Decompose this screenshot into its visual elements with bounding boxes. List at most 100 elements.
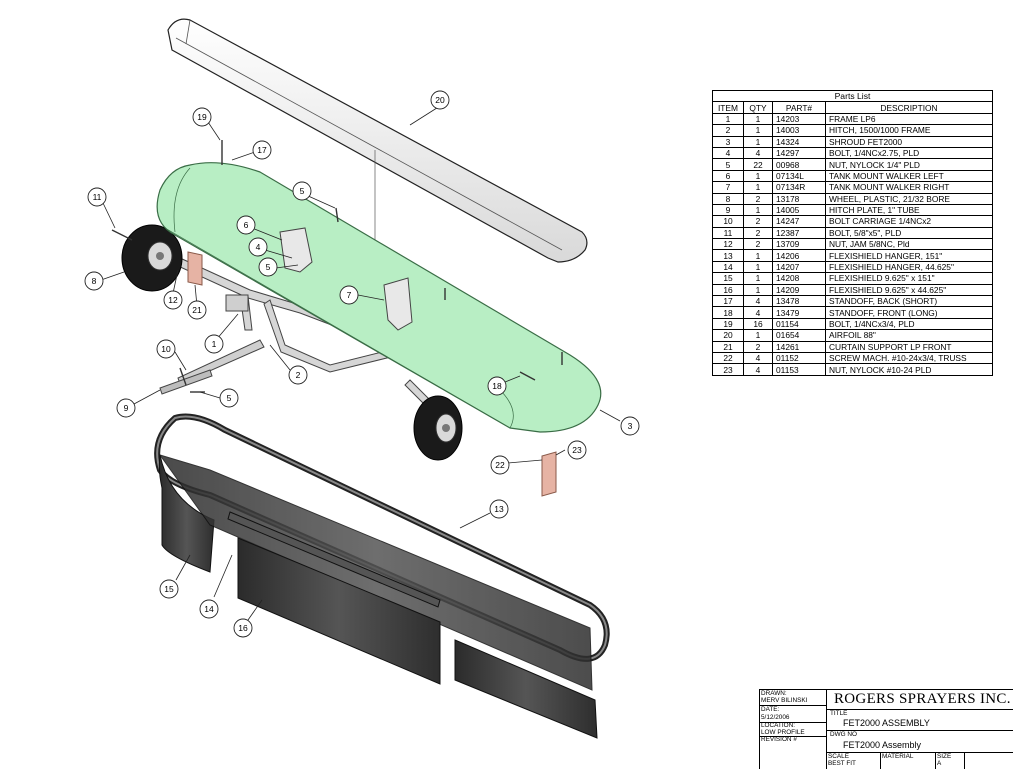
callout-label: 5 bbox=[227, 393, 232, 403]
callout-balloon: 20 bbox=[430, 90, 450, 110]
callout-label: 17 bbox=[257, 145, 267, 155]
callout-balloon: 22 bbox=[490, 455, 510, 475]
callout-label: 22 bbox=[495, 460, 505, 470]
qty-cell: 2 bbox=[743, 192, 773, 205]
callout-label: 18 bbox=[492, 381, 502, 391]
description-cell: AIRFOIL 88" bbox=[825, 329, 993, 342]
callout-circle bbox=[87, 187, 107, 207]
part-number-cell: 14324 bbox=[772, 135, 826, 148]
wheel-left bbox=[121, 224, 183, 292]
item-cell: 9 bbox=[712, 203, 744, 217]
item-cell: 19 bbox=[712, 317, 744, 331]
callout-balloon: 10 bbox=[156, 339, 176, 359]
callout-balloon: 6 bbox=[236, 215, 256, 235]
item-cell: 5 bbox=[712, 158, 744, 171]
part-number-cell: 13479 bbox=[772, 306, 826, 319]
part-number-cell: 14261 bbox=[772, 340, 826, 354]
callout-balloon: 12 bbox=[163, 290, 183, 310]
callout-balloon: 14 bbox=[199, 599, 219, 619]
curtain-supports bbox=[187, 251, 557, 497]
callout-circle bbox=[199, 599, 219, 619]
callout-label: 3 bbox=[628, 421, 633, 431]
callout-label: 12 bbox=[168, 295, 178, 305]
description-cell: BOLT CARRIAGE 1/4NCx2 bbox=[825, 215, 993, 228]
qty-cell: 1 bbox=[743, 169, 773, 183]
description-cell: BOLT, 5/8"x5", PLD bbox=[825, 226, 993, 240]
item-cell: 15 bbox=[712, 272, 744, 285]
callout-balloon: 19 bbox=[192, 107, 212, 127]
qty-cell: 22 bbox=[743, 158, 773, 171]
part-number-cell: 07134L bbox=[772, 169, 826, 183]
qty-cell: 1 bbox=[743, 329, 773, 342]
parts-list-title: Parts List bbox=[712, 89, 993, 103]
callout-label: 7 bbox=[347, 290, 352, 300]
callout-label: 21 bbox=[192, 305, 202, 315]
callout-balloon: 5 bbox=[258, 257, 278, 277]
header-qty: QTY bbox=[743, 101, 773, 114]
date-label: DATE: bbox=[761, 706, 780, 713]
part-number-cell: 14297 bbox=[772, 146, 826, 160]
callout-balloon: 17 bbox=[252, 140, 272, 160]
qty-cell: 1 bbox=[743, 203, 773, 217]
callout-label: 15 bbox=[164, 584, 174, 594]
callout-label: 23 bbox=[572, 445, 582, 455]
description-cell: FRAME LP6 bbox=[825, 112, 993, 126]
callout-label: 9 bbox=[124, 403, 129, 413]
part-number-cell: 01152 bbox=[772, 351, 826, 365]
qty-cell: 2 bbox=[743, 226, 773, 240]
revision-label: REVISION # bbox=[761, 736, 797, 743]
callout-balloon: 2 bbox=[288, 365, 308, 385]
callout-balloon: 18 bbox=[487, 376, 507, 396]
description-cell: STANDOFF, BACK (SHORT) bbox=[825, 295, 993, 308]
description-cell: NUT, NYLOCK #10-24 PLD bbox=[825, 363, 993, 376]
title-block-left: DRAWN: MERV BILINSKI DATE: 5/12/2006 LOC… bbox=[760, 690, 827, 769]
part-number-cell: 14206 bbox=[772, 249, 826, 262]
dwg-value: FET2000 Assembly bbox=[843, 740, 922, 750]
qty-cell: 4 bbox=[743, 351, 773, 365]
item-cell: 17 bbox=[712, 295, 744, 308]
callout-balloon: 5 bbox=[292, 181, 312, 201]
header-description: DESCRIPTION bbox=[825, 101, 993, 114]
callout-circle bbox=[116, 398, 136, 418]
item-cell: 22 bbox=[712, 351, 744, 365]
part-number-cell: 14207 bbox=[772, 260, 826, 274]
qty-cell: 2 bbox=[743, 215, 773, 228]
item-cell: 8 bbox=[712, 192, 744, 205]
qty-cell: 1 bbox=[743, 181, 773, 194]
description-cell: NUT, NYLOCK 1/4" PLD bbox=[825, 158, 993, 171]
part-number-cell: 07134R bbox=[772, 181, 826, 194]
callout-circle bbox=[219, 388, 239, 408]
callout-circle bbox=[204, 334, 224, 354]
qty-cell: 1 bbox=[743, 272, 773, 285]
part-number-cell: 12387 bbox=[772, 226, 826, 240]
header-part: PART# bbox=[772, 101, 826, 114]
callout-circle bbox=[187, 300, 207, 320]
callout-balloon: 8 bbox=[84, 271, 104, 291]
item-cell: 7 bbox=[712, 181, 744, 194]
qty-cell: 4 bbox=[743, 146, 773, 160]
callout-label: 5 bbox=[266, 262, 271, 272]
part-number-cell: 14208 bbox=[772, 272, 826, 285]
qty-cell: 1 bbox=[743, 124, 773, 137]
callout-circle bbox=[292, 181, 312, 201]
callout-circle bbox=[236, 215, 256, 235]
item-cell: 12 bbox=[712, 238, 744, 251]
part-number-cell: 00968 bbox=[772, 158, 826, 171]
callout-balloon: 11 bbox=[87, 187, 107, 207]
callout-label: 19 bbox=[197, 112, 207, 122]
part-number-cell: 13709 bbox=[772, 238, 826, 251]
size-value: A bbox=[937, 760, 942, 767]
